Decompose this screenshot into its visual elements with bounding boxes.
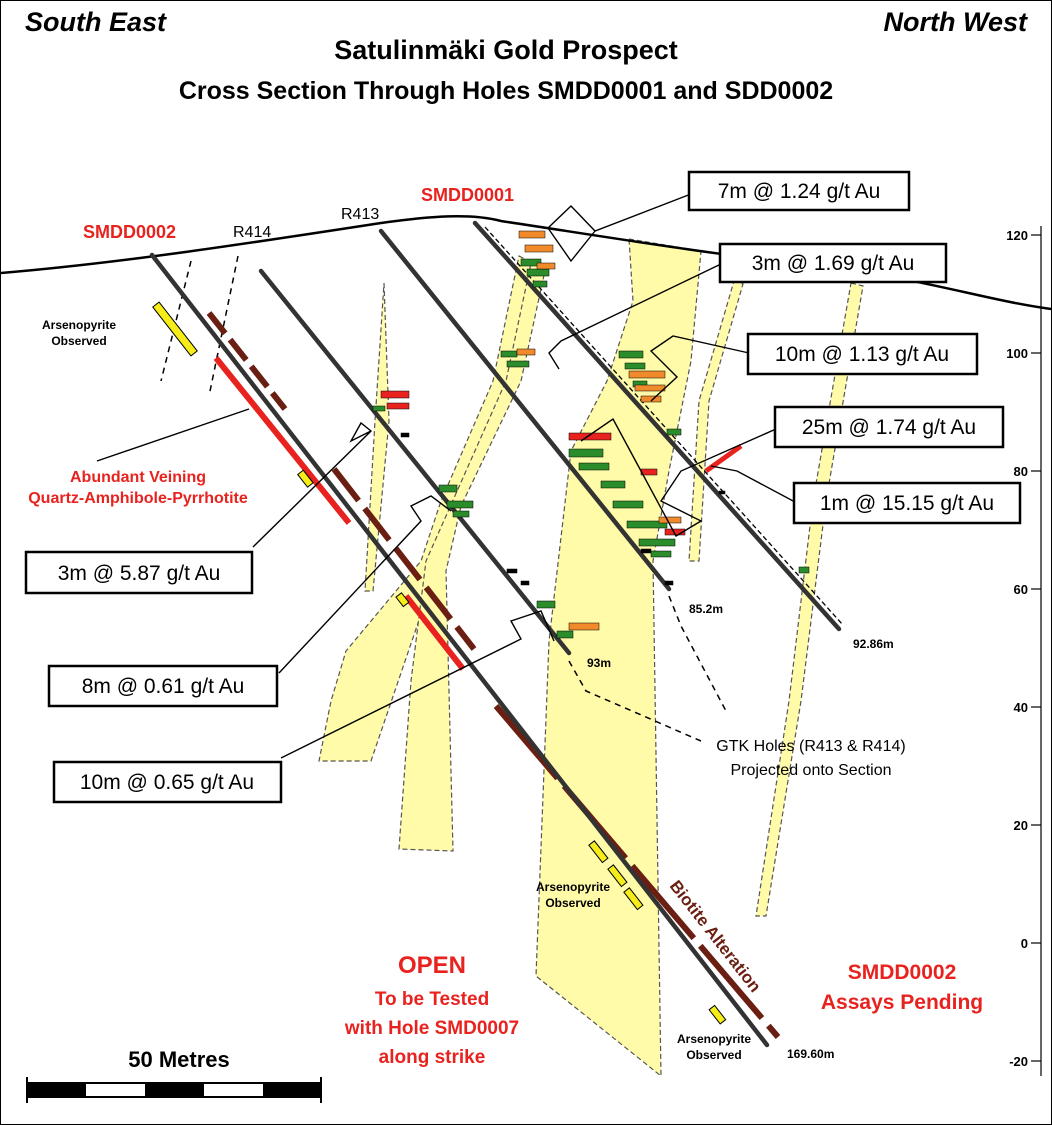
depth-smdd0002: 169.60m — [787, 1047, 834, 1061]
elevation-tick-neg20: -20 — [1009, 1054, 1028, 1069]
open-note-4: along strike — [379, 1047, 486, 1068]
callout-25m: 25m @ 1.74 g/t Au — [773, 405, 1005, 449]
svg-text:3m @ 5.87 g/t Au: 3m @ 5.87 g/t Au — [58, 562, 221, 585]
callout-3m-lower: 3m @ 5.87 g/t Au — [24, 550, 254, 595]
gtk-note-1: GTK Holes (R413 & R414) — [716, 738, 905, 755]
assays-pending-1: SMDD0002 — [848, 961, 957, 984]
depth-r413: 93m — [587, 656, 611, 670]
callout-10m-lower: 10m @ 0.65 g/t Au — [52, 760, 283, 804]
svg-text:1m @ 15.15 g/t Au: 1m @ 15.15 g/t Au — [820, 492, 994, 515]
vein-interval-red — [213, 356, 352, 525]
zone-right-thin — [688, 280, 744, 562]
arsenopyrite-note-2b: Observed — [545, 896, 600, 910]
mineralised-zones — [318, 238, 864, 1078]
zone-central-main — [535, 238, 702, 1078]
scale-bar-label: 50 Metres — [128, 1047, 230, 1072]
svg-text:3m @ 1.69 g/t Au: 3m @ 1.69 g/t Au — [752, 252, 915, 275]
hole-smdd0002-trace — [149, 252, 770, 1048]
direction-label-south-east: South East — [25, 7, 167, 37]
elevation-tick-60: 60 — [1014, 582, 1028, 597]
elevation-tick-20: 20 — [1014, 818, 1028, 833]
callout-10m-upper: 10m @ 1.13 g/t Au — [746, 332, 979, 376]
zone-left — [318, 255, 534, 762]
open-note-3: with Hole SMD0007 — [344, 1018, 519, 1039]
hole-r413-trace — [378, 228, 672, 592]
gtk-note-2: Projected onto Section — [731, 762, 892, 779]
vein-interval-red-right — [704, 443, 743, 474]
veining-note-2: Quartz-Amphibole-Pyrrhotite — [28, 490, 248, 507]
projection-dashes — [160, 255, 727, 742]
elevation-tick-40: 40 — [1014, 700, 1028, 715]
scale-bar: 50 Metres — [26, 1047, 322, 1103]
hole-label-r413: R413 — [341, 206, 379, 223]
arsenopyrite-note-3b: Observed — [686, 1048, 741, 1062]
elevation-tick-80: 80 — [1014, 464, 1028, 479]
callout-8m: 8m @ 0.61 g/t Au — [47, 664, 279, 708]
svg-text:7m @ 1.24 g/t Au: 7m @ 1.24 g/t Au — [718, 180, 881, 203]
direction-label-north-west: North West — [883, 7, 1027, 37]
hole-label-r414: R414 — [233, 224, 271, 241]
figure-subtitle: Cross Section Through Holes SMDD0001 and… — [178, 77, 834, 105]
arsenopyrite-markers — [152, 301, 727, 1025]
elevation-tick-100: 100 — [1006, 346, 1028, 361]
arsenopyrite-note-1b: Observed — [51, 334, 106, 348]
veining-note-1: Abundant Veining — [70, 469, 206, 486]
open-note-1: OPEN — [398, 952, 466, 979]
hole-label-smdd0001: SMDD0001 — [421, 185, 514, 205]
svg-text:10m @ 1.13 g/t Au: 10m @ 1.13 g/t Au — [775, 343, 949, 366]
callout-1m: 1m @ 15.15 g/t Au — [792, 481, 1022, 525]
biotite-alteration-upper — [206, 311, 288, 411]
arsenopyrite-note-2: Arsenopyrite — [536, 880, 610, 894]
hole-label-smdd0002: SMDD0002 — [83, 222, 176, 242]
arsenopyrite-note-3: Arsenopyrite — [677, 1032, 751, 1046]
svg-text:10m @ 0.65 g/t Au: 10m @ 0.65 g/t Au — [80, 771, 254, 794]
open-note-2: To be Tested — [375, 989, 489, 1010]
drill-holes — [149, 220, 842, 1048]
hole-smdd0001-trace — [472, 220, 842, 632]
svg-text:8m @ 0.61 g/t Au: 8m @ 0.61 g/t Au — [82, 675, 245, 698]
figure-title: Satulinmäki Gold Prospect — [334, 35, 678, 65]
assay-histograms — [372, 230, 810, 639]
biotite-alteration-lower — [493, 704, 781, 1039]
zone-right-far — [755, 282, 864, 917]
callout-3m-upper: 3m @ 1.69 g/t Au — [718, 242, 948, 284]
vein-interval-red-lower — [403, 594, 466, 671]
biotite-alteration-mid — [331, 467, 477, 651]
elevation-tick-0: 0 — [1021, 936, 1028, 951]
alteration-intervals — [206, 311, 781, 1039]
arsenopyrite-note-1: Arsenopyrite — [42, 318, 116, 332]
elevation-axis: 120 100 80 60 40 20 0 -20 — [1006, 226, 1042, 1076]
hole-r414-trace — [258, 268, 572, 656]
depth-smdd0001-b: 92.86m — [853, 637, 894, 651]
elevation-tick-120: 120 — [1006, 228, 1028, 243]
callout-7m: 7m @ 1.24 g/t Au — [687, 170, 911, 212]
depth-smdd0001: 85.2m — [689, 602, 723, 616]
svg-text:25m @ 1.74 g/t Au: 25m @ 1.74 g/t Au — [802, 416, 976, 439]
assays-pending-2: Assays Pending — [821, 991, 983, 1014]
callout-leaders — [96, 193, 796, 759]
